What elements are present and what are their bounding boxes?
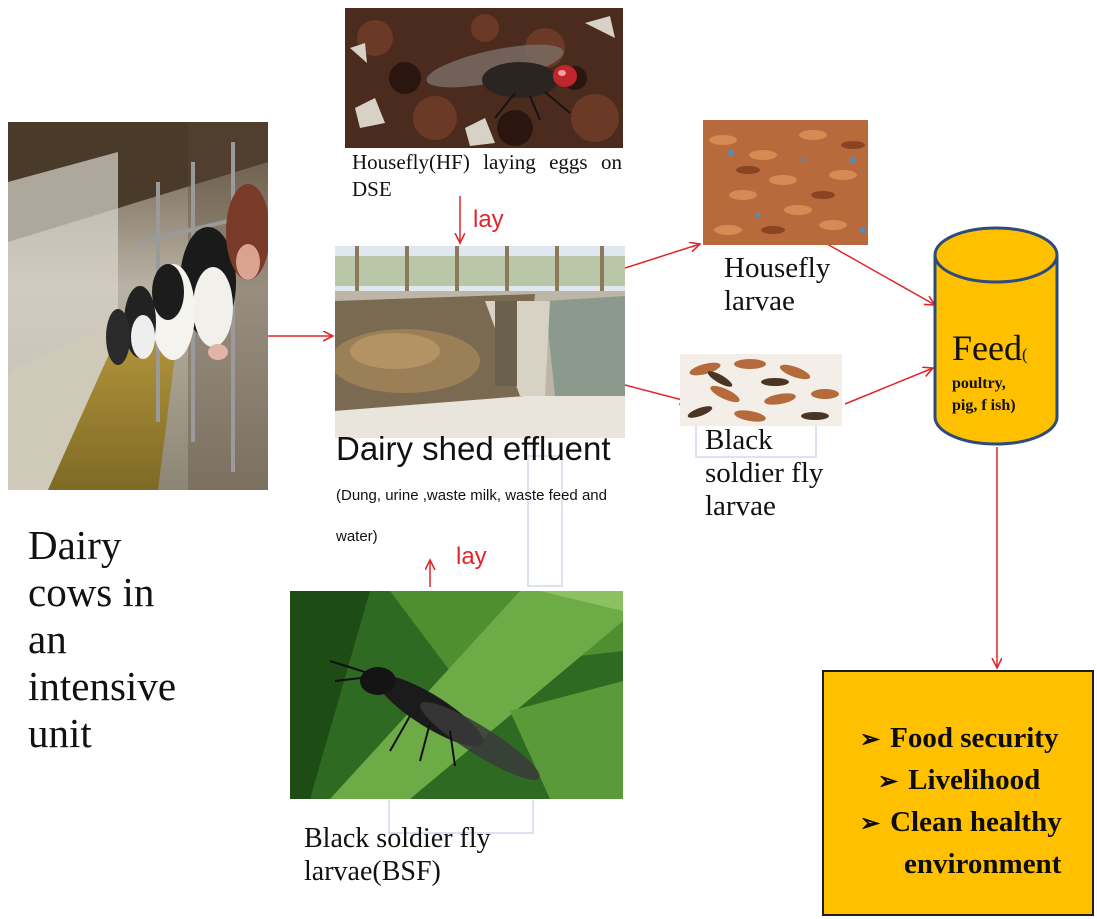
lay-label-bottom: lay	[456, 543, 487, 570]
hf-larvae-caption: Housefly larvae	[724, 252, 831, 317]
lay-label-top: lay	[473, 206, 504, 233]
arrow-effluent-to-bsf-larvae	[624, 384, 690, 402]
placeholder-outline-bottom	[388, 800, 534, 834]
arrow-bullet-icon: ➢	[860, 811, 881, 837]
benefits-list: ➢ Food security ➢ Livelihood ➢ Clean health…	[860, 718, 1062, 884]
feed-detail: poultry, pig, f ish)	[952, 375, 1016, 414]
benefit-label: Livelihood	[908, 764, 1041, 796]
bsf-larvae-photo	[680, 354, 842, 426]
benefit-item-livelihood: ➢ Livelihood	[860, 760, 1062, 802]
arrow-bullet-icon: ➢	[878, 769, 899, 795]
benefit-label: Clean healthy	[890, 806, 1062, 838]
arrow-hf-larvae-to-feed	[819, 239, 935, 305]
benefits-box: ➢ Food security ➢ Livelihood ➢ Clean health…	[822, 670, 1094, 916]
dairy-cows-photo	[8, 122, 268, 490]
bsf-adult-caption: Black soldier fly larvae(BSF)	[304, 823, 491, 887]
bsf-larvae-caption: Black soldier fly larvae	[705, 424, 824, 522]
benefit-label: environment	[904, 848, 1062, 880]
placeholder-outline-center	[527, 455, 563, 587]
feed-paren: (	[1021, 345, 1028, 364]
effluent-title: Dairy shed effluent (Dung, urine ,waste …	[336, 429, 626, 551]
arrow-bsf-larvae-to-feed	[844, 368, 933, 405]
effluent-title-text: Dairy shed effluent	[336, 430, 611, 467]
feed-title: Feed(	[952, 328, 1028, 375]
effluent-tank-photo	[335, 246, 625, 438]
effluent-detail-text: (Dung, urine ,waste milk, waste feed and…	[336, 487, 607, 545]
benefit-item-environment: environment	[860, 844, 1062, 884]
benefit-item-clean-healthy: ➢ Clean healthy	[860, 802, 1062, 844]
arrow-effluent-to-hf-larvae	[624, 244, 700, 269]
housefly-photo	[345, 8, 623, 148]
housefly-larvae-photo	[703, 120, 868, 245]
feed-cylinder	[933, 226, 1059, 446]
benefit-item-food-security: ➢ Food security	[860, 718, 1062, 760]
feed-title-text: Feed	[952, 328, 1022, 368]
housefly-caption: Housefly(HF) laying eggs on DSE	[352, 150, 622, 201]
placeholder-outline-right	[695, 416, 817, 458]
bsf-adult-photo	[290, 591, 623, 799]
benefit-label: Food security	[890, 722, 1059, 754]
cows-caption: Dairy cows in an intensive unit	[28, 522, 177, 756]
arrow-bullet-icon: ➢	[860, 727, 881, 753]
